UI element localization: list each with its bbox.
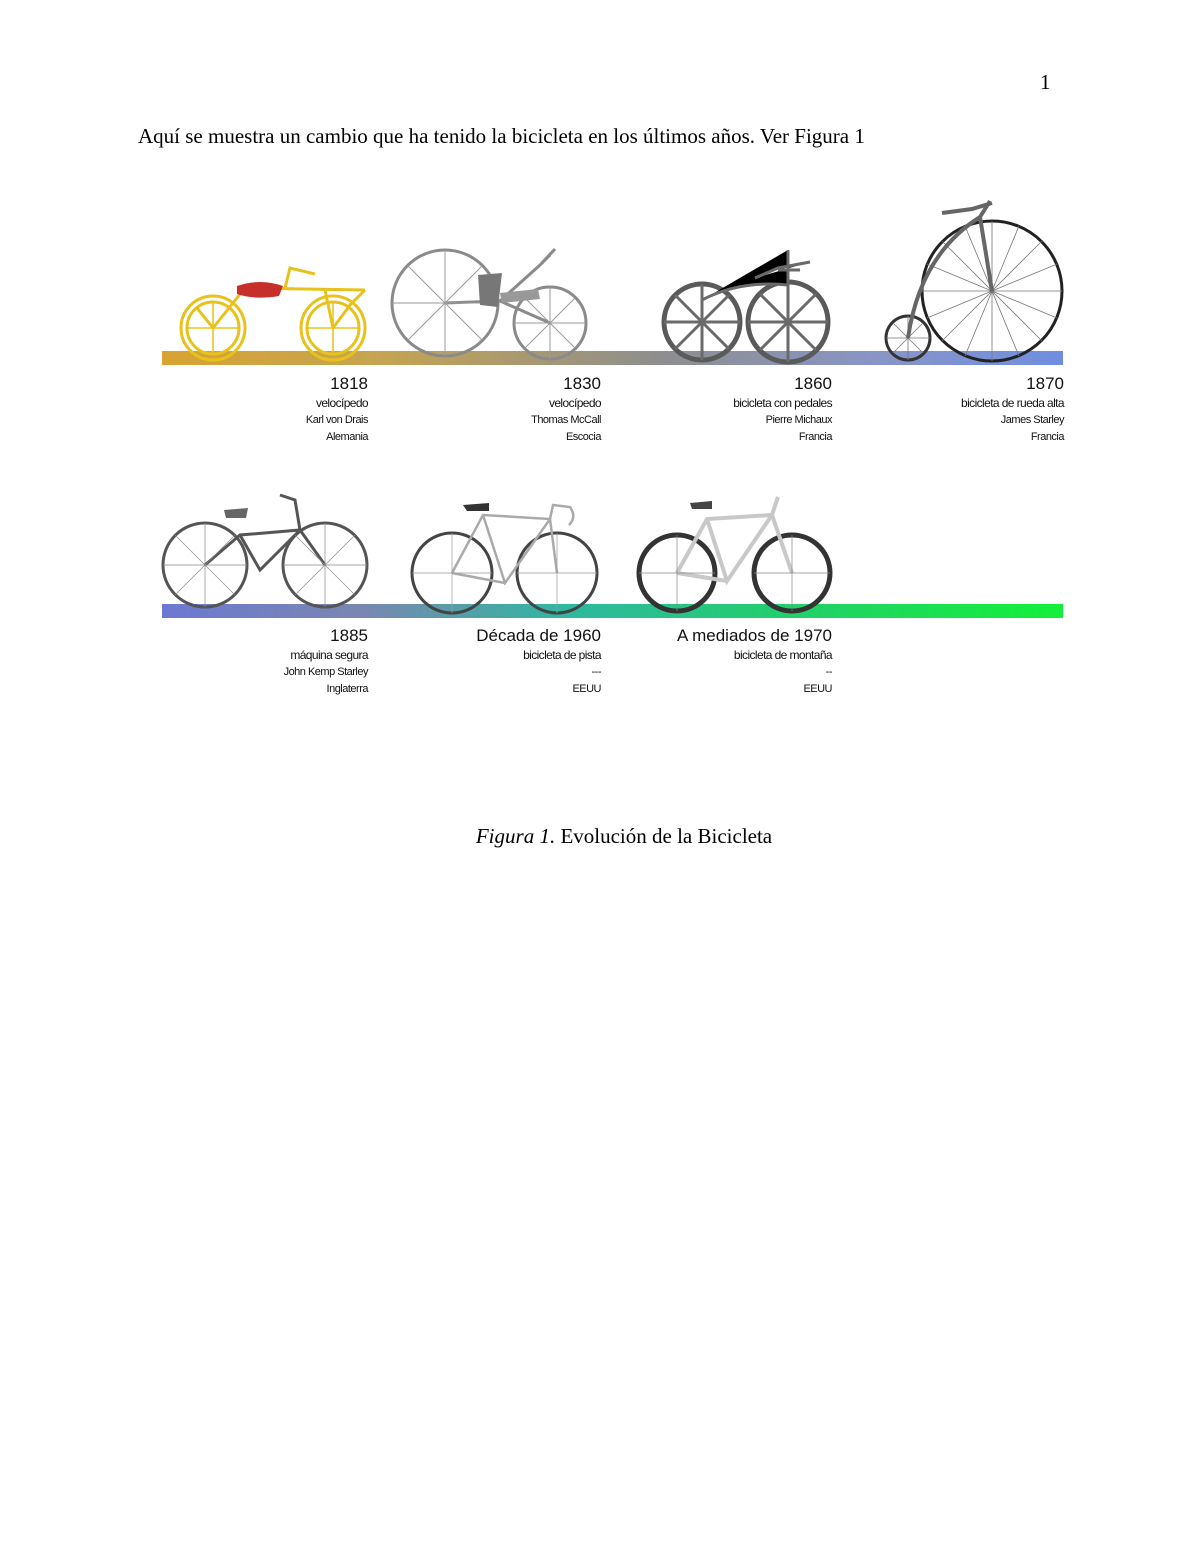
entry-name: velocípedo [548, 396, 602, 410]
entry-year: A mediados de 1970 [676, 626, 832, 645]
entry-year: 1818 [330, 374, 368, 393]
entry-year: 1830 [563, 374, 601, 393]
entry-name: bicicleta de montaña [733, 648, 833, 662]
entry-year: Década de 1960 [476, 626, 601, 645]
entry-country: Francia [1030, 431, 1065, 443]
entry-inventor: James Starley [1000, 414, 1065, 426]
entry-country: EEUU [803, 683, 832, 695]
timeline-bar-bottom [162, 604, 1063, 618]
timeline-entry-1970: A mediados de 1970 bicicleta de montaña … [640, 626, 833, 698]
caption-label: Figura 1. [475, 824, 556, 848]
entry-inventor: Karl von Drais [305, 414, 369, 426]
timeline-entry-1885: 1885 máquina segura John Kemp Starley In… [200, 626, 369, 698]
michaux-1860-image [661, 250, 831, 365]
entry-year: 1860 [794, 374, 832, 393]
timeline-entry-1818: 1818 velocípedo Karl von Drais Alemania [200, 374, 369, 446]
entry-inventor: John Kemp Starley [283, 666, 369, 678]
timeline-entry-1860: 1860 bicicleta con pedales Pierre Michau… [650, 374, 832, 446]
entry-inventor: Pierre Michaux [765, 414, 833, 426]
entry-inventor: Thomas McCall [531, 414, 601, 426]
timeline-entry-1830: 1830 velocípedo Thomas McCall Escocia [430, 374, 602, 446]
mountain-bicycle-1970-image [636, 496, 833, 614]
entry-country: Alemania [326, 431, 368, 443]
timeline-bar-top [162, 351, 1063, 365]
caption-text: Evolución de la Bicicleta [555, 824, 773, 848]
bicycle-evolution-figure: 1818 velocípedo Karl von Drais Alemania … [0, 0, 1200, 760]
intro-paragraph: Aquí se muestra un cambio que ha tenido … [138, 124, 865, 148]
velocipede-1830-image [390, 247, 588, 361]
entry-country: Francia [798, 431, 833, 443]
entry-country: EEUU [572, 683, 601, 695]
entry-year: 1885 [330, 626, 368, 645]
entry-name: bicicleta con pedales [733, 396, 832, 410]
entry-country: Escocia [565, 431, 602, 443]
track-bicycle-1960-image [410, 503, 599, 615]
entry-name: máquina segura [290, 648, 368, 662]
entry-name: velocípedo [315, 396, 369, 410]
entry-year: 1870 [1026, 374, 1064, 393]
safety-bicycle-1885-image [161, 493, 369, 609]
entry-country: Inglaterra [326, 683, 369, 695]
figure-caption: Figura 1. Evolución de la Bicicleta [0, 824, 1200, 849]
page-number: 1 [1040, 70, 1051, 94]
entry-inventor: -- [825, 666, 833, 678]
timeline-entry-1960: Década de 1960 bicicleta de pista --- EE… [420, 626, 601, 698]
penny-farthing-1870-image [884, 199, 1064, 363]
entry-name: bicicleta de pista [523, 648, 602, 662]
draisine-1818-image [179, 266, 367, 362]
entry-inventor: --- [591, 666, 602, 678]
timeline-entry-1870: 1870 bicicleta de rueda alta James Starl… [880, 374, 1065, 446]
entry-name: bicicleta de rueda alta [961, 396, 1065, 410]
